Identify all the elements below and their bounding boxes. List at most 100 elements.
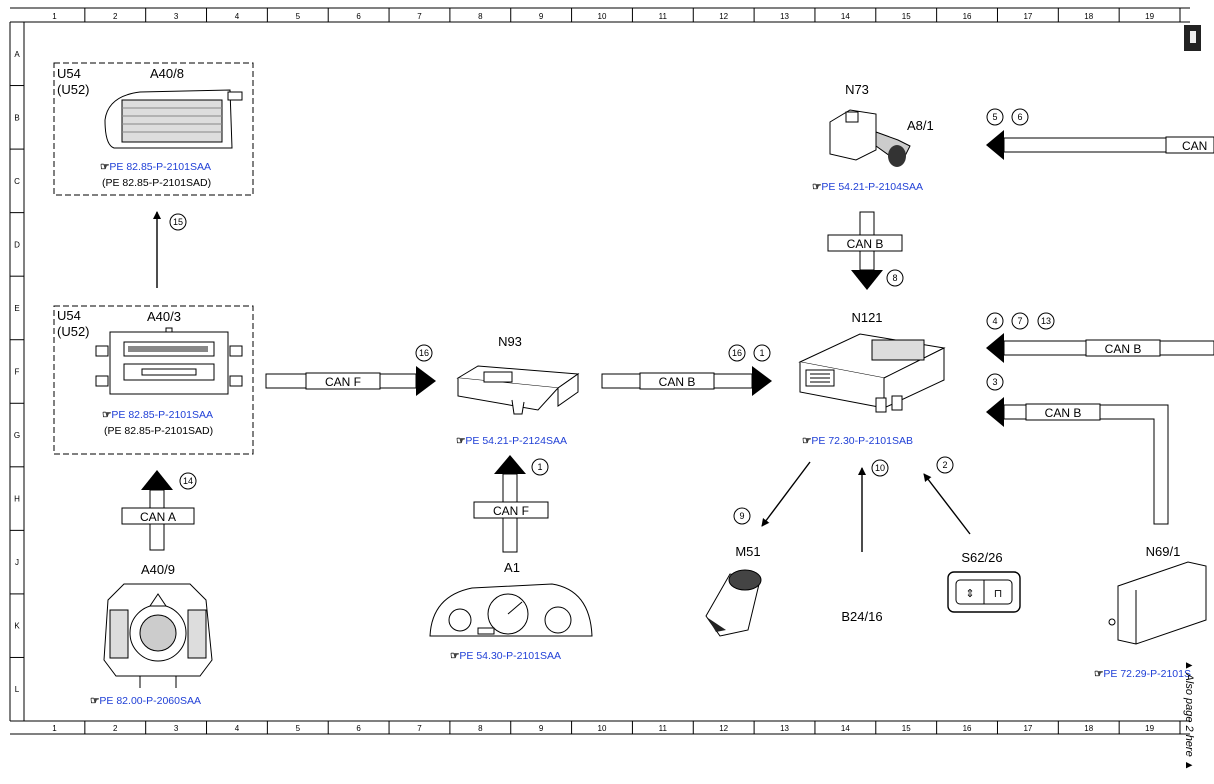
column-label: 5 bbox=[296, 724, 301, 733]
can-f-label-v: CAN F bbox=[493, 504, 529, 518]
a40-3-group: U54 bbox=[57, 308, 81, 323]
bus-can-b-arrow-right-2: CAN B 3 bbox=[986, 373, 1169, 525]
column-label: 7 bbox=[417, 12, 422, 21]
step-2: 2 bbox=[942, 460, 947, 470]
column-label: 2 bbox=[113, 724, 118, 733]
a40-8-group-alt: (U52) bbox=[57, 82, 90, 97]
column-label: 19 bbox=[1145, 12, 1154, 21]
step-1-b: 1 bbox=[759, 348, 764, 358]
bus-can-b-arrow-n93-n121: CAN B 16 1 bbox=[601, 344, 772, 396]
step-15: 15 bbox=[173, 217, 183, 227]
corner-bookmark-icon bbox=[1184, 25, 1201, 51]
step-16-a: 16 bbox=[419, 348, 429, 358]
a40-9-label: A40/9 bbox=[141, 562, 175, 577]
can-a-label: CAN A bbox=[140, 510, 176, 524]
a1-ref[interactable]: ☞PE 54.30-P-2101SAA bbox=[450, 650, 561, 662]
a40-3-label: A40/3 bbox=[147, 309, 181, 324]
module-n69-1-icon bbox=[1108, 561, 1207, 645]
continue-note: ▲ Also page 2 here ▲ bbox=[1183, 660, 1195, 771]
column-label: 17 bbox=[1023, 12, 1032, 21]
column-label: 10 bbox=[598, 724, 607, 733]
signal-arrows-n121: 9 10 2 bbox=[733, 456, 971, 552]
step-10: 10 bbox=[875, 463, 885, 473]
row-label: F bbox=[15, 368, 20, 377]
bus-can-a-arrow: CAN A 14 bbox=[121, 470, 197, 551]
arrow-a40-3-to-a40-8: 15 bbox=[153, 211, 187, 288]
column-label: 1 bbox=[52, 12, 57, 21]
b24-16-label: B24/16 bbox=[841, 609, 882, 624]
n69-1-ref[interactable]: ☞PE 72.29-P-2101S bbox=[1094, 668, 1191, 680]
n73-ref[interactable]: ☞PE 54.21-P-2104SAA bbox=[812, 181, 923, 193]
a40-3-ref[interactable]: ☞PE 82.85-P-2101SAA bbox=[102, 409, 213, 421]
ignition-switch-icon bbox=[829, 109, 911, 167]
column-label: 13 bbox=[780, 12, 789, 21]
step-7: 7 bbox=[1017, 316, 1022, 326]
row-label: H bbox=[14, 495, 20, 504]
column-label: 15 bbox=[902, 12, 911, 21]
step-6: 6 bbox=[1017, 112, 1022, 122]
module-n93-icon bbox=[456, 365, 580, 415]
row-label: K bbox=[14, 622, 20, 631]
a40-8-ref[interactable]: ☞PE 82.85-P-2101SAA bbox=[100, 161, 211, 173]
step-16-b: 16 bbox=[732, 348, 742, 358]
column-label: 3 bbox=[174, 12, 179, 21]
n69-1-label: N69/1 bbox=[1146, 544, 1181, 559]
column-label: 12 bbox=[719, 12, 728, 21]
column-label: 8 bbox=[478, 12, 483, 21]
bus-can-b-arrow-n73-n121: CAN B 8 bbox=[827, 211, 904, 290]
switch-icon: ⇕ ⊓ bbox=[947, 571, 1021, 613]
column-label: 1 bbox=[52, 724, 57, 733]
row-label: B bbox=[14, 113, 19, 122]
column-label: 6 bbox=[356, 12, 361, 21]
can-partial-label: CAN bbox=[1182, 139, 1207, 153]
n93-label: N93 bbox=[498, 334, 522, 349]
column-label: 18 bbox=[1084, 12, 1093, 21]
component-n93: N93 ☞PE 54.21-P-2124SAA bbox=[456, 334, 580, 447]
n93-ref[interactable]: ☞PE 54.21-P-2124SAA bbox=[456, 435, 567, 447]
can-b-label-4: CAN B bbox=[1045, 406, 1082, 420]
row-label: A bbox=[14, 50, 20, 59]
n121-ref[interactable]: ☞PE 72.30-P-2101SAB bbox=[802, 435, 913, 447]
column-label: 16 bbox=[963, 724, 972, 733]
component-s62-26: S62/26 ⇕ ⊓ bbox=[947, 550, 1021, 613]
s62-26-label: S62/26 bbox=[961, 550, 1002, 565]
vehicle-symbol-icon: ⇕ bbox=[965, 588, 974, 600]
bus-can-f-arrow-horizontal: CAN F 16 bbox=[265, 344, 436, 396]
can-f-label-h: CAN F bbox=[325, 375, 361, 389]
column-label: 8 bbox=[478, 724, 483, 733]
column-label: 11 bbox=[659, 724, 668, 733]
step-14: 14 bbox=[183, 476, 193, 486]
column-label: 16 bbox=[963, 12, 972, 21]
a40-8-group: U54 bbox=[57, 66, 81, 81]
control-panel-icon bbox=[95, 327, 243, 395]
step-3: 3 bbox=[992, 377, 997, 387]
column-label: 14 bbox=[841, 724, 850, 733]
a40-8-label: A40/8 bbox=[150, 66, 184, 81]
step-13: 13 bbox=[1041, 316, 1051, 326]
step-8: 8 bbox=[892, 273, 897, 283]
lock-icon: ⊓ bbox=[994, 588, 1003, 600]
component-a1: A1 ☞PE 54.30-P-2101SAA bbox=[429, 560, 593, 662]
row-label: L bbox=[15, 685, 20, 694]
a40-3-ref-alt[interactable]: (PE 82.85-P-2101SAD) bbox=[104, 425, 213, 437]
steering-switch-icon bbox=[103, 583, 213, 688]
a1-label: A1 bbox=[504, 560, 520, 575]
a40-8-ref-alt[interactable]: (PE 82.85-P-2101SAD) bbox=[102, 177, 211, 189]
component-a40-3: U54 (U52) A40/3 ☞PE 82.85-P-2101SAA (PE … bbox=[53, 305, 254, 455]
a40-3-group-alt: (U52) bbox=[57, 324, 90, 339]
bus-can-f-arrow-vertical: CAN F 1 bbox=[473, 455, 549, 553]
column-label: 12 bbox=[719, 724, 728, 733]
step-1-a: 1 bbox=[537, 462, 542, 472]
a40-9-ref[interactable]: ☞PE 82.00-P-2060SAA bbox=[90, 695, 201, 707]
can-b-label-1: CAN B bbox=[659, 375, 696, 389]
instrument-cluster-icon bbox=[429, 583, 593, 637]
row-label: G bbox=[14, 431, 20, 440]
step-4: 4 bbox=[992, 316, 997, 326]
component-m51: M51 bbox=[705, 544, 762, 637]
